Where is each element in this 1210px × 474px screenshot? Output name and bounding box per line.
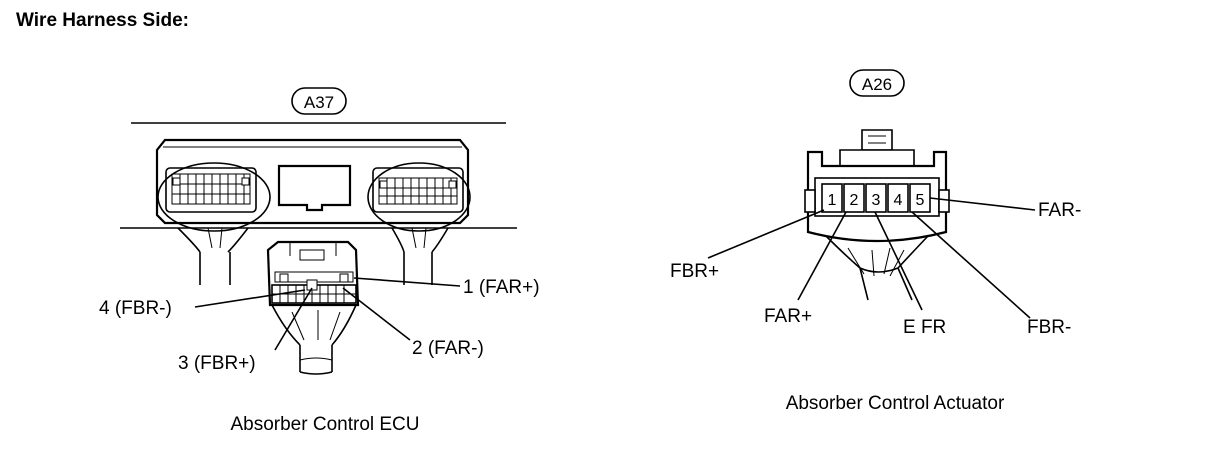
page-title: Wire Harness Side: bbox=[16, 10, 190, 31]
actuator-label-fbr-minus: FBR- bbox=[1027, 317, 1071, 338]
actuator-pin-2: 2 bbox=[850, 192, 859, 209]
ecu-middle-socket bbox=[277, 164, 352, 212]
ecu-connector-id: A37 bbox=[304, 93, 334, 112]
ecu-connector-id-badge: A37 bbox=[291, 87, 347, 115]
actuator-label-fbr-plus: FBR+ bbox=[670, 261, 719, 282]
ecu-pin-1-label: 1 (FAR+) bbox=[463, 277, 540, 298]
actuator-label-efr: E FR bbox=[903, 317, 946, 338]
ecu-left-socket bbox=[165, 167, 257, 213]
actuator-pin-1: 1 bbox=[828, 192, 837, 209]
actuator-connector-id: A26 bbox=[862, 75, 892, 94]
actuator-pin-cells: 1 2 3 4 5 bbox=[821, 183, 931, 213]
ecu-caption: Absorber Control ECU bbox=[230, 414, 419, 435]
actuator-label-far-plus: FAR+ bbox=[764, 306, 812, 327]
actuator-pin-3: 3 bbox=[872, 192, 881, 209]
actuator-caption: Absorber Control Actuator bbox=[786, 393, 1005, 414]
ecu-connector-diagram: A37 bbox=[99, 87, 540, 435]
actuator-label-far-minus: FAR- bbox=[1038, 200, 1081, 221]
actuator-pin-5: 5 bbox=[916, 192, 925, 209]
ecu-pin-3-label: 3 (FBR+) bbox=[178, 353, 256, 374]
actuator-connector-id-badge: A26 bbox=[849, 69, 905, 97]
actuator-pin-4: 4 bbox=[894, 192, 903, 209]
ecu-right-socket bbox=[372, 167, 464, 213]
ecu-pin-4-label: 4 (FBR-) bbox=[99, 298, 172, 319]
ecu-harness-connector bbox=[266, 240, 360, 307]
actuator-connector-diagram: A26 1 2 3 4 5 bbox=[670, 69, 1081, 414]
ecu-pin-2-label: 2 (FAR-) bbox=[412, 338, 484, 359]
